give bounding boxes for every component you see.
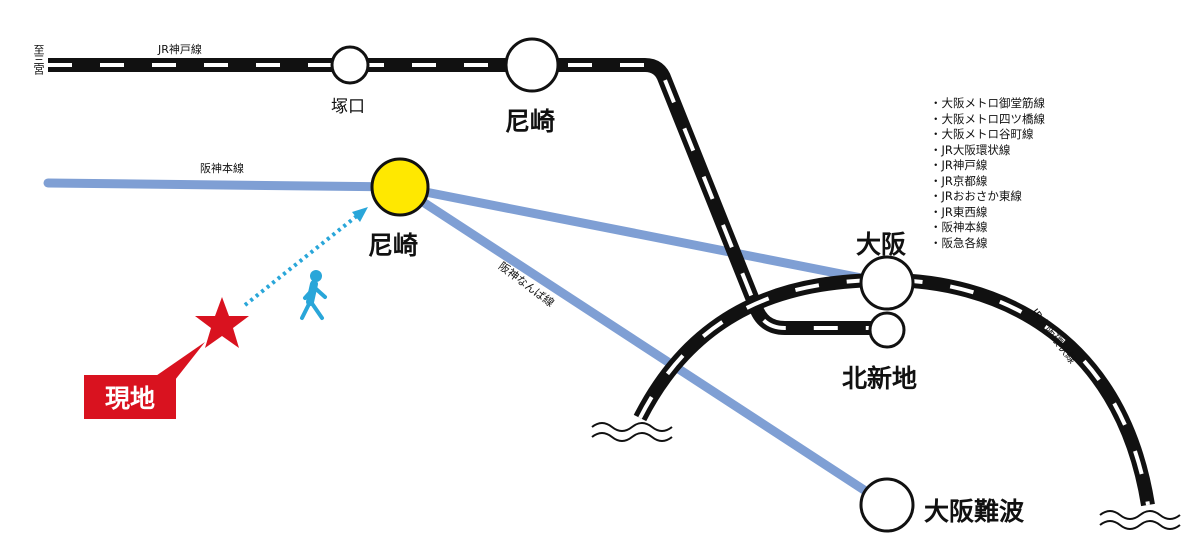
site-label: 現地 [84,375,176,419]
station-kitashinchi-marker [868,311,906,349]
station-jr-amagasaki-marker [504,37,560,93]
transfer-line: ・大阪メトロ四ツ橋線 [930,111,1045,126]
station-tsukaguchi-marker [330,45,370,85]
transfer-line: ・JR東西線 [930,204,988,219]
to-sannomiya-label: 至三宮 [32,44,45,74]
hanshin-main-line-west [43,178,405,192]
station-osaka-marker [859,255,915,311]
transfer-line: ・阪急各線 [930,235,988,250]
hanshin-namba-line [395,182,892,510]
station-jr-amagasaki-label: 尼崎 [505,107,556,136]
station-osaka-namba-marker [859,477,915,533]
jr-kobe-line [48,58,880,335]
walking-route-arrow [243,213,360,307]
transfer-line: ・JRおおさか東線 [930,189,1022,203]
station-kitashinchi-label: 北新地 [842,364,918,393]
hanshin-main-line-east [395,182,892,288]
station-hanshin-amagasaki-label: 尼崎 [368,231,419,260]
transfer-line: ・JR神戸線 [930,158,988,172]
transfer-line: ・大阪メトロ谷町線 [930,127,1034,141]
transfer-line: ・JR京都線 [930,173,988,188]
station-hanshin-amagasaki-marker [370,157,430,217]
station-tsukaguchi-label: 塚口 [331,97,365,117]
transfer-line: ・大阪メトロ御堂筋線 [930,96,1045,110]
transfer-line: ・JR大阪環状線 [930,142,1011,157]
walking-person-icon [300,270,327,320]
site-star-icon [195,297,249,348]
river-wave-icon [591,422,1181,530]
site-pointer [150,342,205,380]
station-osaka-namba-label: 大阪難波 [924,497,1025,526]
osaka-transfer-lines-list: ・大阪メトロ御堂筋線 ・大阪メトロ四ツ橋線 ・大阪メトロ谷町線 ・JR大阪環状線… [930,96,1045,251]
station-osaka-label: 大阪 [856,230,907,259]
jr-kobe-line-label: JR神戸線 [158,43,202,56]
transfer-line: ・阪神本線 [930,220,988,234]
hanshin-main-line-label: 阪神本線 [200,162,244,175]
